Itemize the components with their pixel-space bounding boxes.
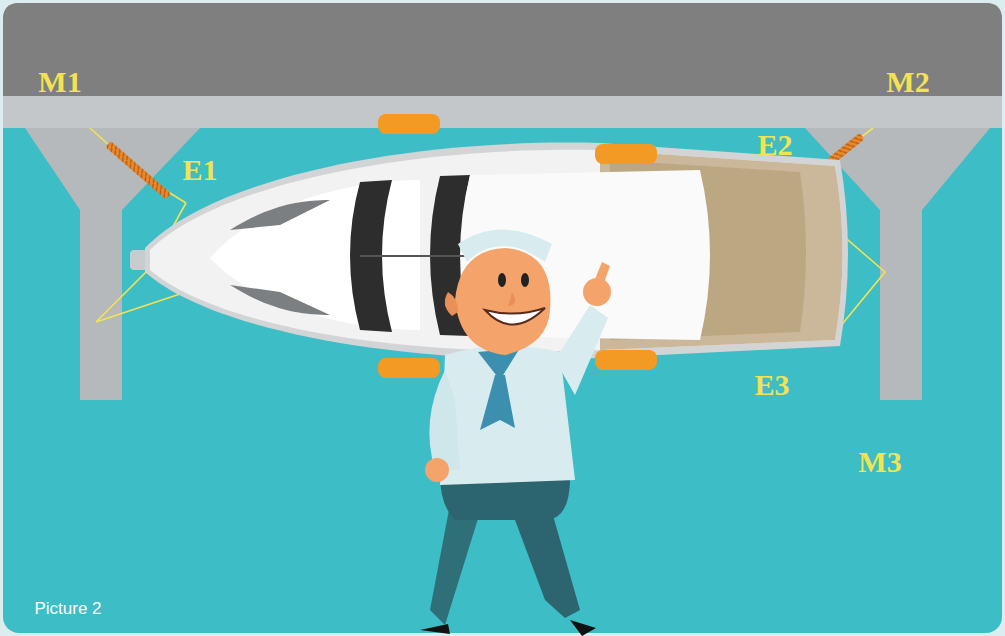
dock-edge [3,96,1002,128]
sailor [420,230,611,636]
label-holder: M2 [886,67,929,97]
label-holder: Picture 2 [34,600,101,617]
label-holder: M1 [38,67,81,97]
fender [378,114,657,378]
dock [3,3,1002,96]
label-holder: E3 [754,370,789,400]
label-holder: E1 [182,155,217,185]
mooring-point-label: M3 [858,447,901,477]
label-holder: M3 [858,447,901,477]
boat [130,143,848,360]
spring [105,141,171,200]
water [3,3,1002,633]
mooring-point-label: E3 [754,370,789,400]
mooring-point-label: E2 [757,130,792,160]
mooring-point-label: M2 [886,67,929,97]
label-holder: E2 [757,130,792,160]
mooring-point-label: M1 [38,67,81,97]
mooring-point-label: E1 [182,155,217,185]
picture-caption: Picture 2 [34,600,101,617]
